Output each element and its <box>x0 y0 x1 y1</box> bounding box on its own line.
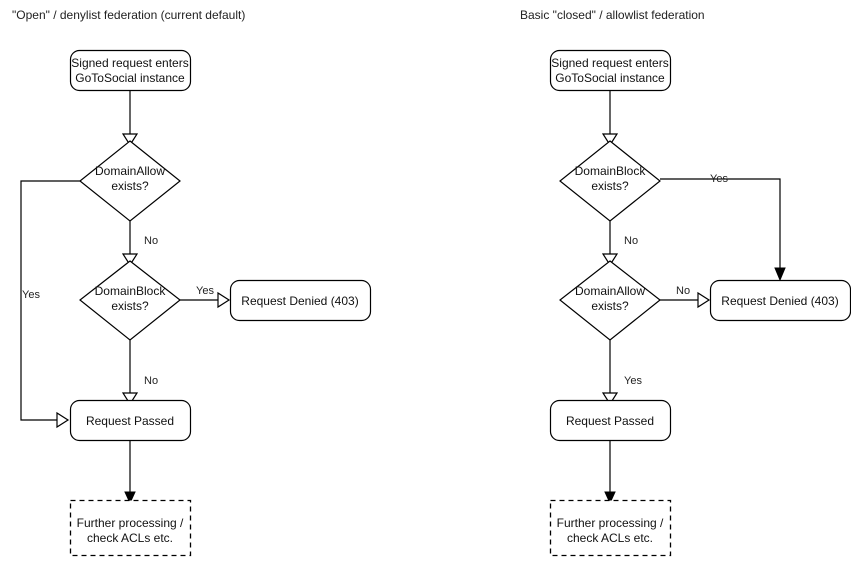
left-passed-label: Request Passed <box>86 414 174 428</box>
right-edge-block-yes: Yes <box>660 173 786 282</box>
left-decision-domainblock: DomainBlock exists? <box>79 260 181 341</box>
right-node-request-passed: Request Passed <box>549 399 672 442</box>
right-node-further-processing: Further processing / check ACLs etc. <box>549 499 672 557</box>
left-decision1-label-line2: exists? <box>111 179 149 193</box>
right-passed-label: Request Passed <box>566 414 654 428</box>
arrowhead-filled <box>774 267 786 282</box>
left-edge-allow-no: No <box>121 221 158 267</box>
left-decision2-label-line1: DomainBlock <box>95 284 167 298</box>
left-node-request-passed: Request Passed <box>69 399 192 442</box>
left-edge-label-block-yes: Yes <box>196 285 214 297</box>
right-edge-allow-no: No <box>660 285 711 309</box>
left-edge-block-yes: Yes <box>180 285 231 309</box>
right-edge-allow-yes: Yes <box>601 340 642 406</box>
right-edge-passed-to-further <box>604 440 616 505</box>
right-denied-label: Request Denied (403) <box>721 294 838 308</box>
left-edge-block-no: No <box>121 340 158 406</box>
left-decision1-label-line1: DomainAllow <box>95 164 165 178</box>
right-decision-domainblock: DomainBlock exists? <box>559 140 661 222</box>
right-further-shape <box>549 499 672 557</box>
left-edge-label-allow-yes: Yes <box>22 289 40 301</box>
arrowhead-open <box>601 133 619 147</box>
right-diagram-title: Basic "closed" / allowlist federation <box>520 8 705 22</box>
right-node-request-denied: Request Denied (403) <box>709 279 851 322</box>
right-edge-block-no: No <box>601 221 638 267</box>
left-edge-entry-to-allow <box>121 90 139 147</box>
left-node-request-denied: Request Denied (403) <box>229 279 372 322</box>
right-edge-label-block-no: No <box>624 235 638 247</box>
right-edge-label-allow-no: No <box>676 285 690 297</box>
arrowhead-open <box>601 253 619 267</box>
left-edge-label-block-no: No <box>144 375 158 387</box>
left-node-further-processing: Further processing / check ACLs etc. <box>69 499 192 557</box>
arrowhead-open <box>601 392 619 406</box>
arrowhead-open <box>697 291 711 309</box>
left-edge-label-allow-no: No <box>144 235 158 247</box>
arrowhead-open <box>121 392 139 406</box>
right-decision2-label-line2: exists? <box>591 299 629 313</box>
left-edge-passed-to-further <box>124 440 136 505</box>
right-decision1-label-line2: exists? <box>591 179 629 193</box>
left-diagram-title: "Open" / denylist federation (current de… <box>12 8 245 22</box>
right-edge-label-allow-yes: Yes <box>624 375 642 387</box>
left-further-shape <box>69 499 192 557</box>
left-further-label-line1: Further processing / <box>77 516 184 530</box>
left-decision2-label-line2: exists? <box>111 299 149 313</box>
left-edge-allow-yes: Yes <box>20 180 80 429</box>
left-entry-node: Signed request enters GoToSocial instanc… <box>69 49 192 92</box>
left-entry-label-line1: Signed request enters <box>71 56 188 70</box>
right-entry-node: Signed request enters GoToSocial instanc… <box>549 49 672 92</box>
right-decision1-label-line1: DomainBlock <box>575 164 647 178</box>
arrowhead-open <box>217 291 231 309</box>
arrowhead-open <box>121 133 139 147</box>
right-edge-entry-to-block <box>601 90 619 147</box>
arrowhead-open <box>121 253 139 267</box>
arrowhead-filled <box>604 491 616 505</box>
left-denied-shape <box>229 279 372 322</box>
right-decision2-label-line1: DomainAllow <box>575 284 645 298</box>
arrowhead-open <box>56 411 70 429</box>
right-further-label-line2: check ACLs etc. <box>567 531 653 545</box>
diagram-open-denylist: "Open" / denylist federation (current de… <box>12 8 372 557</box>
right-entry-label-line2: GoToSocial instance <box>555 71 665 85</box>
diagram-closed-allowlist: Basic "closed" / allowlist federation Si… <box>520 8 851 557</box>
arrowhead-filled <box>124 491 136 505</box>
left-further-label-line2: check ACLs etc. <box>87 531 173 545</box>
left-entry-label-line2: GoToSocial instance <box>75 71 185 85</box>
right-further-label-line1: Further processing / <box>557 516 664 530</box>
left-decision-domainallow: DomainAllow exists? <box>79 140 181 222</box>
right-entry-label-line1: Signed request enters <box>551 56 668 70</box>
right-decision-domainallow: DomainAllow exists? <box>559 260 661 341</box>
right-edge-label-block-yes: Yes <box>710 173 728 185</box>
left-denied-label: Request Denied (403) <box>241 294 358 308</box>
